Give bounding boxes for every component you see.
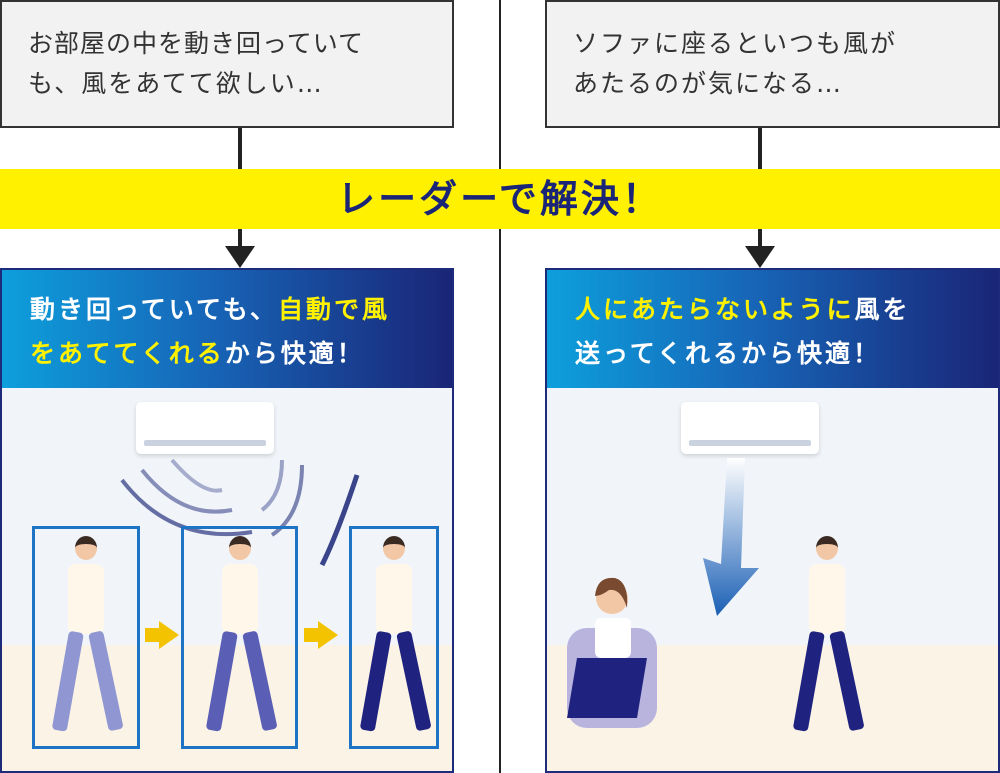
seated-woman-icon	[567, 577, 657, 728]
arrow-down-icon	[225, 246, 255, 268]
concern-right-line2: あたるのが気になる…	[573, 69, 844, 98]
walking-person-icon	[354, 536, 434, 746]
concern-box-left: お部屋の中を動き回っていて も、風をあてて欲しい…	[0, 0, 454, 128]
walking-person-icon	[192, 536, 287, 746]
walking-person-icon	[42, 536, 130, 746]
panel-left-highlight: をあててくれる	[30, 339, 225, 368]
forward-arrow-icon	[159, 621, 179, 649]
center-divider	[499, 0, 501, 773]
arrow-down-icon	[745, 246, 775, 268]
panel-left: 動き回っていても、自動で風 をあててくれるから快適！	[0, 268, 454, 773]
concern-left-line2: も、風をあてて欲しい…	[28, 69, 324, 98]
detection-frame	[181, 526, 298, 749]
panel-left-highlight: 自動で風	[278, 295, 391, 324]
room-scene-right	[547, 388, 998, 771]
panel-right: 人にあたらないように風を 送ってくれるから快適！	[545, 268, 1000, 773]
forward-arrow-icon	[304, 628, 318, 642]
air-conditioner	[681, 402, 819, 454]
concern-box-right: ソファに座るといつも風が あたるのが気になる…	[545, 0, 1000, 128]
forward-arrow-icon	[318, 621, 338, 649]
panel-left-header: 動き回っていても、自動で風 をあててくれるから快適！	[2, 270, 452, 388]
panel-right-text: 送ってくれるから快適！	[575, 339, 882, 368]
radar-waves-icon	[120, 458, 360, 567]
panel-left-text: から快適！	[224, 339, 365, 368]
walking-person-icon	[787, 536, 867, 746]
solution-banner	[0, 169, 1000, 229]
airflow-arrow-icon	[703, 458, 759, 616]
panel-right-highlight: 人にあたらないように	[575, 295, 855, 324]
detection-frame	[32, 526, 140, 749]
concern-right-line1: ソファに座るといつも風が	[573, 29, 898, 58]
air-conditioner	[136, 402, 274, 454]
concern-left-line1: お部屋の中を動き回ってい	[28, 29, 339, 58]
room-scene-left	[2, 388, 452, 771]
forward-arrow-icon	[145, 628, 159, 642]
panel-right-text: 風を	[854, 295, 911, 324]
panel-left-text: 動き回っていても、	[30, 295, 279, 324]
concern-left-line1-end: て	[338, 29, 365, 58]
panel-right-header: 人にあたらないように風を 送ってくれるから快適！	[547, 270, 998, 388]
banner-text: レーダーで解決！	[337, 177, 663, 221]
detection-frame	[349, 526, 439, 749]
